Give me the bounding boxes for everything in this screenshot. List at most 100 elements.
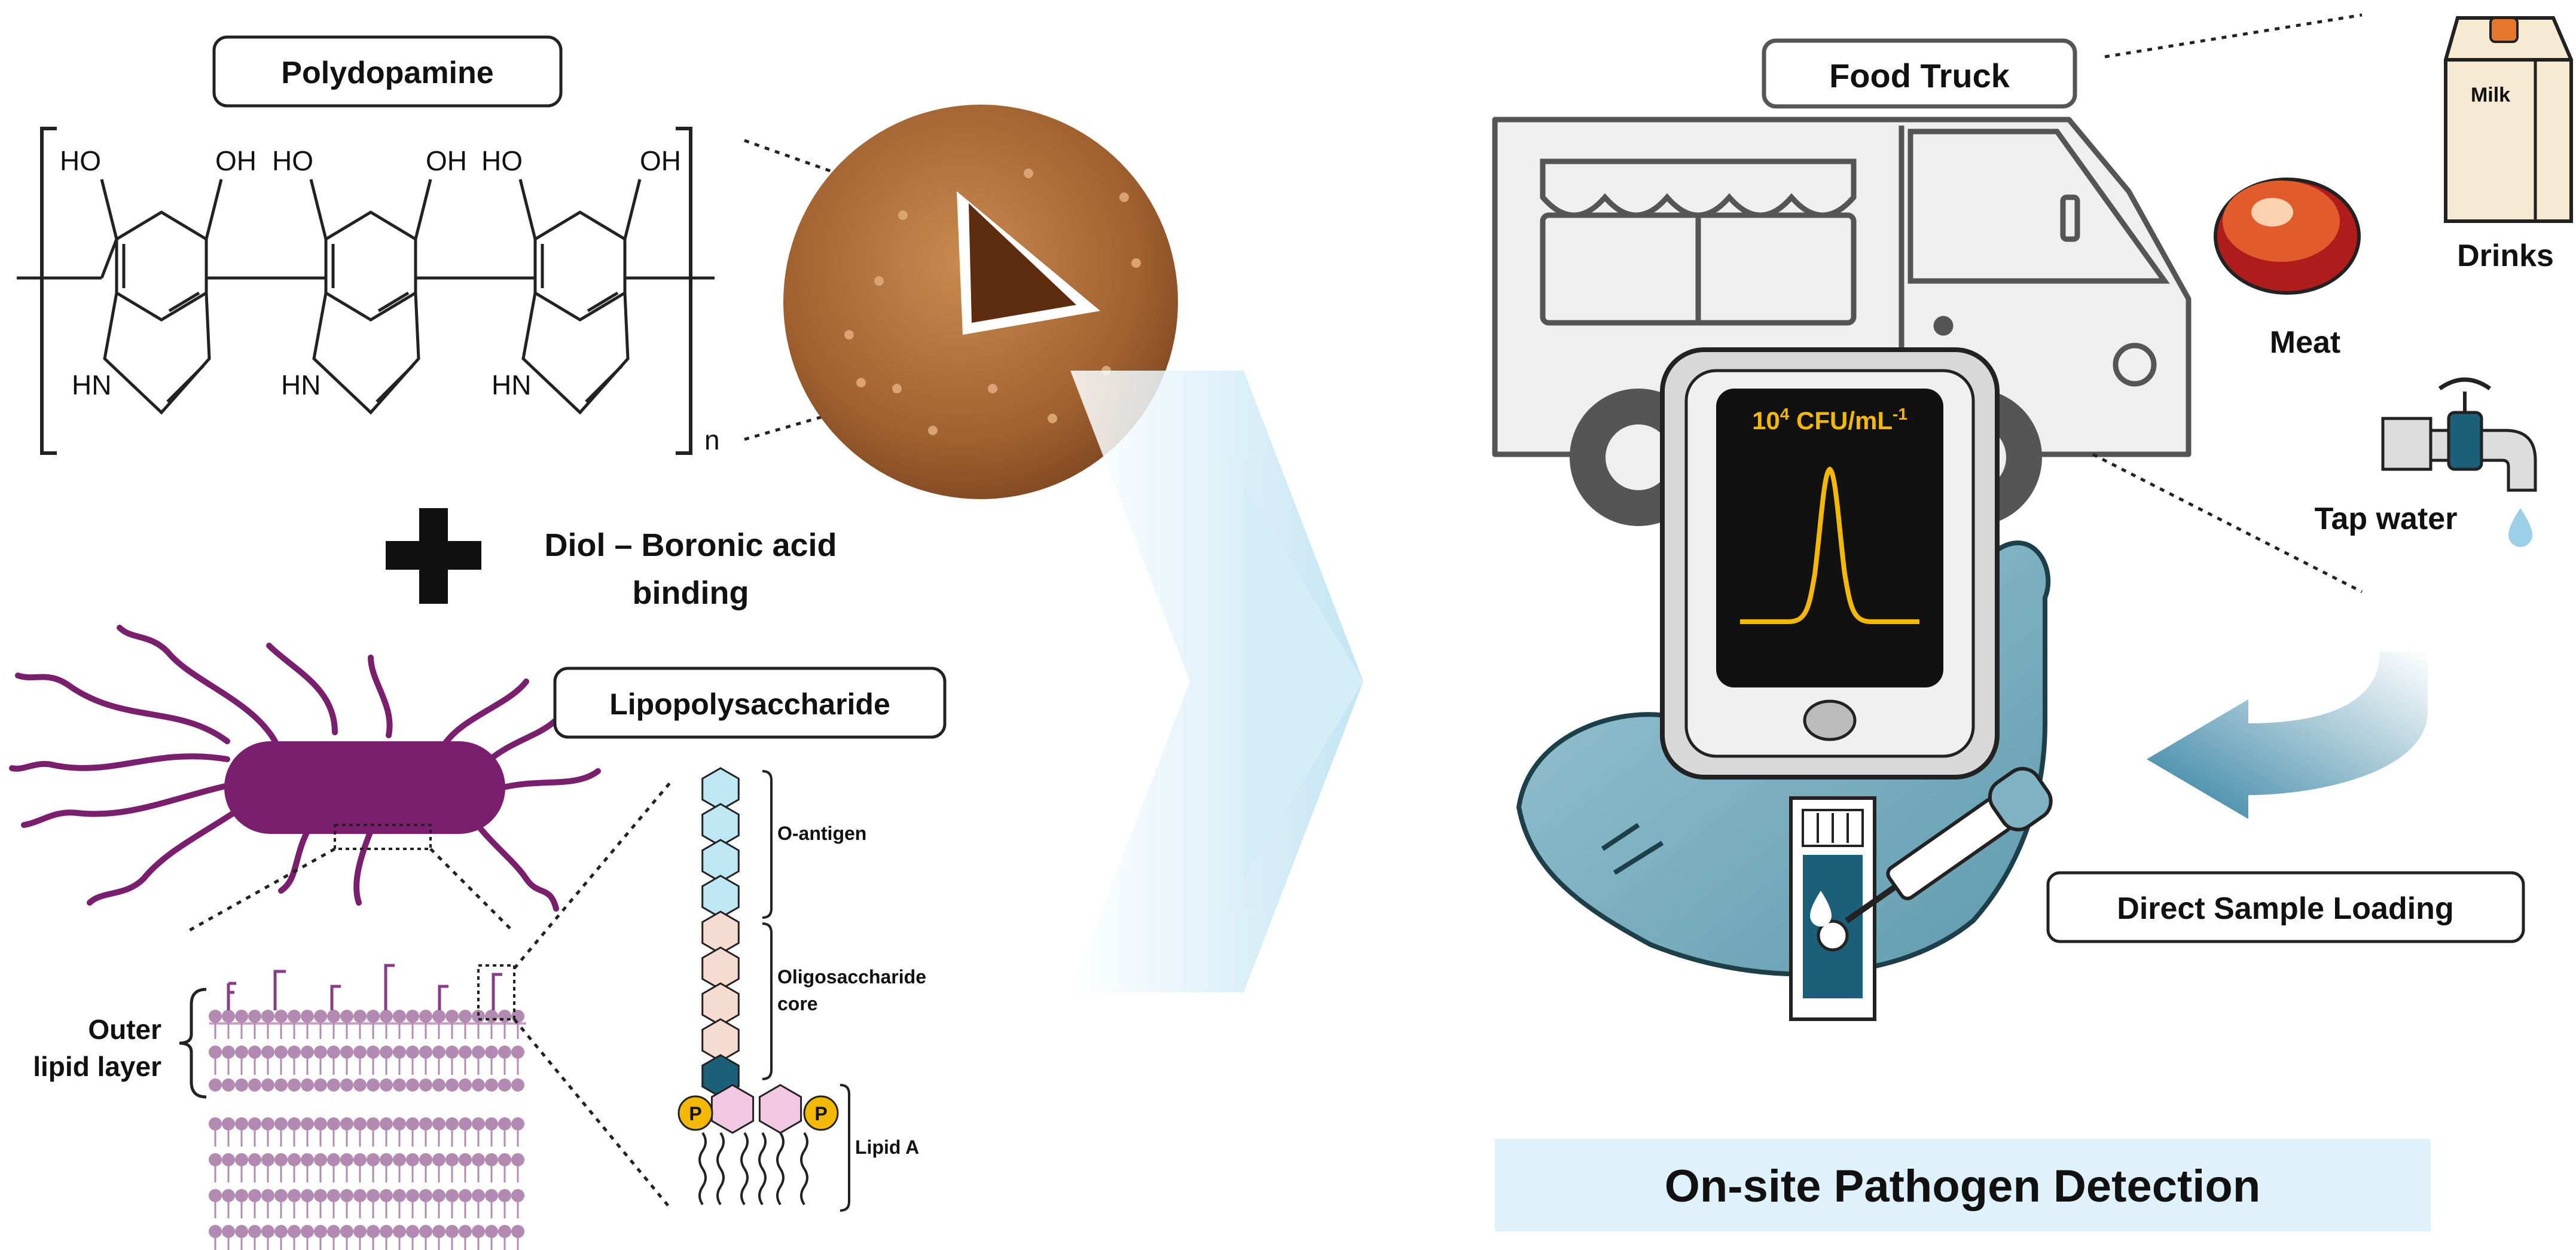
ho-2: HO (272, 145, 313, 176)
lipid-head (406, 1153, 419, 1166)
lipid-head (314, 1153, 327, 1166)
ho-1: HO (60, 145, 101, 176)
lipid-head (274, 1117, 288, 1130)
lipid-head (261, 1225, 274, 1238)
lipid-head (301, 1117, 314, 1130)
lipid-head (406, 1010, 419, 1023)
milk-carton-icon: Milk (2444, 16, 2573, 223)
lipid-head (393, 1117, 406, 1130)
lipid-head (340, 1078, 353, 1092)
curved-arrow (2147, 652, 2428, 819)
lipid-head (459, 1046, 472, 1059)
lipid-head (288, 1010, 301, 1023)
lipid-head (314, 1010, 327, 1023)
lipid-head (380, 1078, 393, 1092)
lipid-head (301, 1225, 314, 1238)
lipid-head (432, 1078, 445, 1092)
lipid-head (498, 1225, 511, 1238)
lipid-head (222, 1225, 235, 1238)
lipid-a-sugar (758, 1084, 802, 1134)
lipid-head (209, 1010, 222, 1023)
lipid-head (367, 1189, 380, 1202)
lipid-head (367, 1078, 380, 1092)
lipid-head (235, 1225, 248, 1238)
lipid-head (248, 1225, 261, 1238)
lipid-head (274, 1225, 288, 1238)
lipid-head (288, 1078, 301, 1092)
lipid-head (235, 1153, 248, 1166)
lipid-head (235, 1117, 248, 1130)
lipid-head (288, 1046, 301, 1059)
lipid-head (406, 1078, 419, 1092)
lipid-head (301, 1189, 314, 1202)
tap-water-label: Tap water (2315, 502, 2458, 536)
direct-sample-label-box (2046, 871, 2525, 943)
lipid-head (472, 1153, 485, 1166)
binding-line-2: binding (633, 575, 749, 611)
lipid-head (353, 1010, 367, 1023)
lipid-head (288, 1153, 301, 1166)
lipid-head (485, 1078, 498, 1092)
lipid-head (314, 1046, 327, 1059)
lipid-a-sugar (710, 1084, 755, 1134)
lipid-tails (698, 1132, 808, 1206)
lipid-head (340, 1010, 353, 1023)
lipid-head (472, 1078, 485, 1092)
lipid-head (235, 1189, 248, 1202)
lipid-head (327, 1117, 340, 1130)
lipid-head (301, 1046, 314, 1059)
lipid-head (472, 1225, 485, 1238)
core-line-1: Oligosaccharide (777, 966, 926, 988)
lipid-head (380, 1046, 393, 1059)
big-arrow (1070, 371, 1363, 992)
lipid-head (222, 1046, 235, 1059)
banner-title: On-site Pathogen Detection (1665, 1161, 2261, 1212)
lipid-head (393, 1225, 406, 1238)
monomer-1 (100, 179, 287, 415)
lipid-head (432, 1153, 445, 1166)
lipid-head (445, 1225, 459, 1238)
lipid-head (419, 1078, 432, 1092)
subscript-n: n (704, 424, 720, 456)
lipid-head (445, 1117, 459, 1130)
monomer-3 (496, 179, 646, 415)
lipid-head (485, 1010, 498, 1023)
lipid-head (432, 1117, 445, 1130)
lipid-head (393, 1078, 406, 1092)
lipid-head (340, 1046, 353, 1059)
lipid-head (511, 1078, 524, 1092)
lipid-head (511, 1225, 524, 1238)
lipid-head (511, 1046, 524, 1059)
lipid-head (380, 1225, 393, 1238)
lipid-head (498, 1078, 511, 1092)
lipid-head (248, 1153, 261, 1166)
lipid-head (301, 1010, 314, 1023)
lipid-head (327, 1046, 340, 1059)
lipid-head (353, 1078, 367, 1092)
polydopamine-section: Polydopamine n HO OH HN (17, 35, 838, 456)
plus-icon (386, 508, 481, 604)
hn-1: HN (72, 369, 111, 401)
tap-icon (2381, 377, 2537, 547)
dropper-icon (1810, 766, 2053, 927)
direct-sample-label: Direct Sample Loading (2117, 891, 2453, 926)
milk-text: Milk (2471, 84, 2510, 106)
lipid-head (261, 1046, 274, 1059)
lipid-head (498, 1046, 511, 1059)
lipid-head (485, 1189, 498, 1202)
lipid-head (274, 1189, 288, 1202)
food-truck-label-box (1762, 38, 2077, 109)
lipid-head (340, 1189, 353, 1202)
lipid-head (367, 1153, 380, 1166)
lipid-head (301, 1153, 314, 1166)
outer-line-1: Outer (88, 1014, 161, 1045)
lipid-head (353, 1046, 367, 1059)
lps-label-box (553, 667, 947, 739)
lipid-head (248, 1117, 261, 1130)
ho-3: HO (481, 145, 523, 176)
lipid-head (432, 1189, 445, 1202)
oh-1: OH (215, 145, 257, 176)
lipid-head (288, 1189, 301, 1202)
lipid-head (340, 1225, 353, 1238)
lipid-head (209, 1189, 222, 1202)
